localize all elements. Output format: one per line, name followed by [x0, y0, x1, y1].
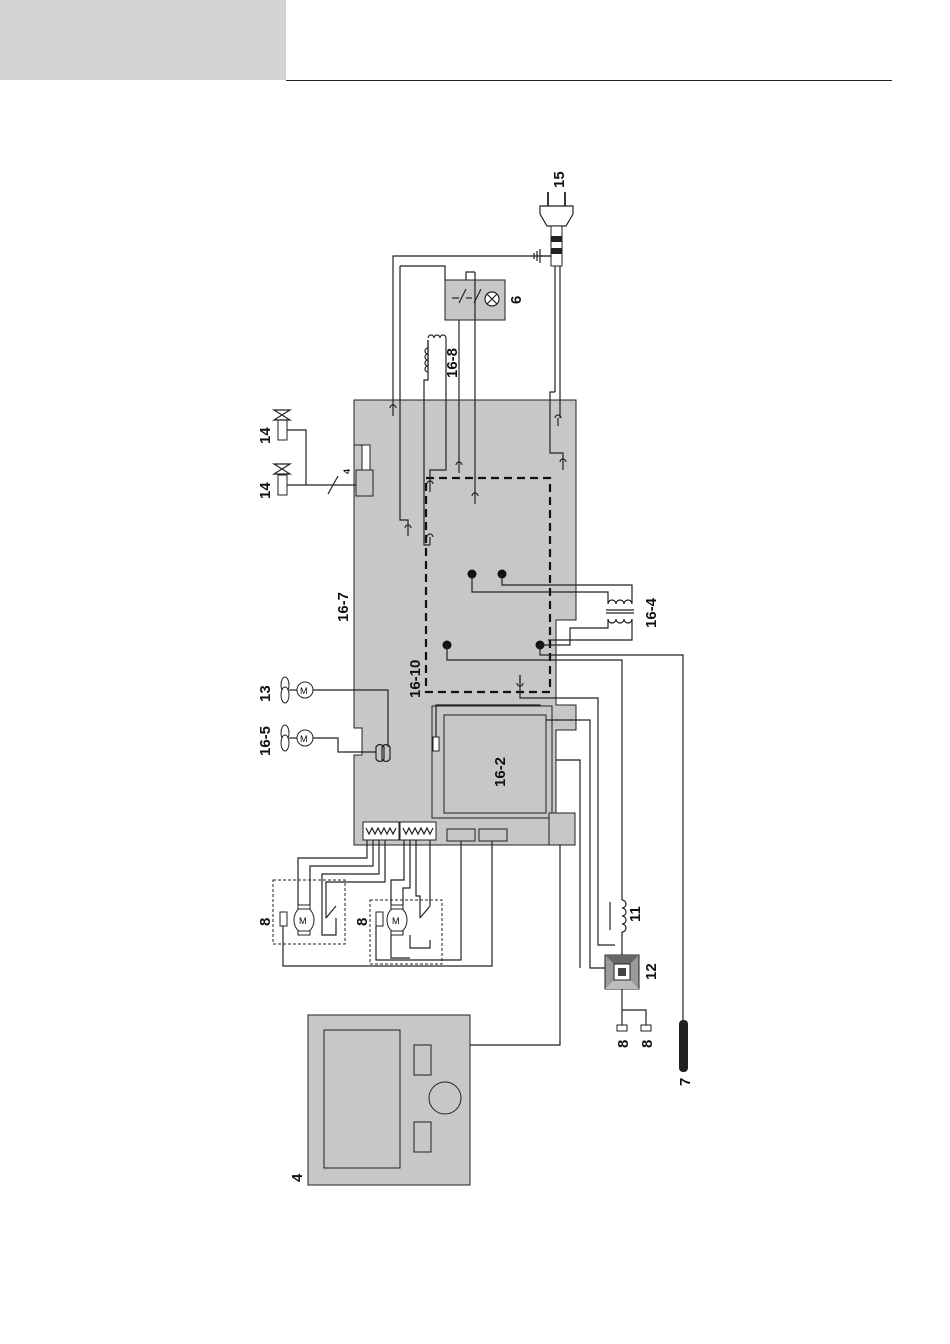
- control-panel-label: 4: [289, 1173, 306, 1182]
- fan-a-label: 13: [257, 685, 274, 702]
- motor-b-label: 8: [354, 918, 371, 926]
- fan-icon: M M: [281, 677, 313, 751]
- lamp-switch-label: 6: [508, 296, 525, 304]
- valve-a-label: 14: [257, 427, 274, 444]
- electrode-b-label: 8: [639, 1040, 656, 1048]
- pressure-switch-label: 12: [643, 963, 660, 980]
- pressure-switch: [605, 955, 639, 989]
- board-corner-block: [549, 813, 575, 845]
- terminal-strip-b: [400, 822, 436, 840]
- board-terminal-block: [356, 470, 373, 496]
- sub-board-label: 16-10: [407, 660, 424, 698]
- main-board-label: 16-7: [335, 592, 352, 622]
- terminal-strip-a: [363, 822, 399, 840]
- probe: [679, 1020, 688, 1072]
- power-module-pin: [433, 737, 439, 751]
- transformer: [606, 600, 634, 623]
- motor-a-label: 8: [257, 918, 274, 926]
- plug: [540, 192, 573, 266]
- transformer-label: 16-4: [643, 597, 660, 628]
- valve-b-label: 14: [257, 482, 274, 499]
- coil-16-8-label: 16-8: [444, 348, 461, 378]
- connector-a: [447, 829, 475, 841]
- connector-b: [479, 829, 507, 841]
- control-panel: [308, 1015, 470, 1185]
- plug-label: 15: [551, 171, 568, 188]
- power-module-label: 16-2: [492, 757, 509, 787]
- fan-b-label: 16-5: [257, 726, 274, 756]
- svg-text:M: M: [299, 916, 307, 926]
- valve-wire-gauge-label: 4: [342, 469, 352, 474]
- inductor-label: 11: [627, 906, 644, 922]
- svg-text:M: M: [392, 916, 400, 926]
- svg-text:M: M: [300, 686, 308, 696]
- electrode-a-label: 8: [615, 1040, 632, 1048]
- probe-label: 7: [677, 1078, 694, 1086]
- svg-text:M: M: [300, 734, 308, 744]
- lamp-icon: [485, 292, 499, 306]
- valve-icon: [274, 410, 290, 495]
